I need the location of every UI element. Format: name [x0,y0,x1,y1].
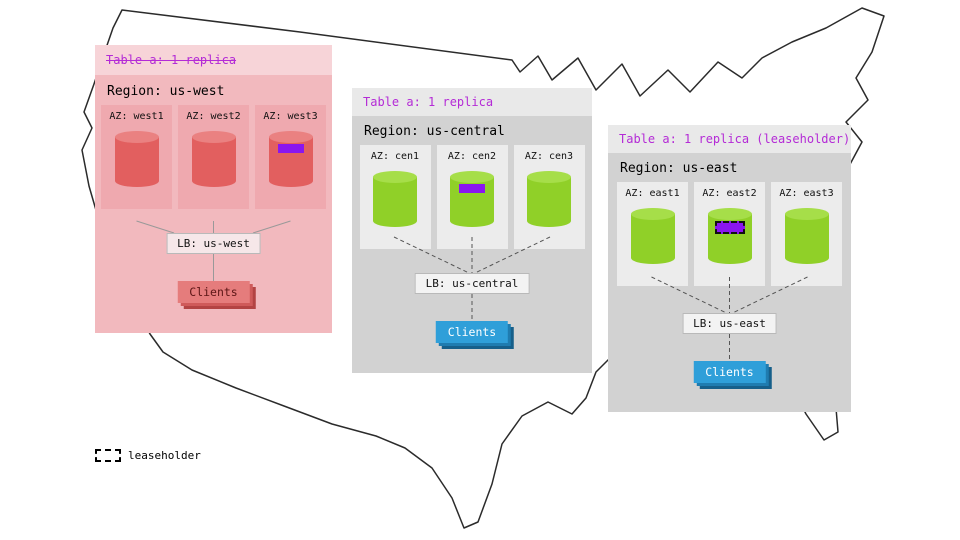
az-box-west2: AZ: west2 [178,105,249,209]
table-replica-label: Table a: 1 replica (leaseholder) [619,132,851,146]
table-header-us-east: Table a: 1 replica (leaseholder) [608,125,851,153]
table-replica-label: Table a: 1 replica [106,53,237,67]
az-box-west3: AZ: west3 [255,105,326,209]
az-box-cen2: AZ: cen2 [436,145,508,249]
database-cylinder [707,208,752,264]
cylinder-body [784,214,829,258]
az-box-east3: AZ: east3 [771,182,842,286]
az-label: AZ: cen3 [524,151,574,162]
az-box-east1: AZ: east1 [617,182,688,286]
az-label: AZ: east1 [625,188,680,199]
cylinder-body [630,214,675,258]
replica-range-marker [277,144,304,153]
clients-box-us-central: Clients [435,321,509,343]
clients-box-us-west: Clients [177,281,250,303]
cylinder-top [191,131,236,143]
cylinder-body [191,137,236,181]
cylinder-top [450,171,494,183]
database-cylinder [450,171,494,227]
az-row-us-west: AZ: west1 AZ: west2 AZ: west3 [95,105,332,209]
legend-label: leaseholder [128,449,201,462]
database-cylinder [191,131,236,187]
region-panel-us-central: Table a: 1 replica Region: us-central AZ… [352,88,592,373]
database-cylinder [784,208,829,264]
cylinder-top [114,131,159,143]
az-row-us-central: AZ: cen1 AZ: cen2 AZ: cen3 [352,145,592,249]
az-label: AZ: east3 [779,188,834,199]
az-label: AZ: east2 [702,188,757,199]
cylinder-top [784,208,829,220]
region-panel-us-west: Table a: 1 replica Region: us-west AZ: w… [95,45,332,333]
az-label: AZ: west1 [109,111,164,122]
cylinder-top [707,208,752,220]
database-cylinder [527,171,571,227]
region-panel-us-east: Table a: 1 replica (leaseholder) Region:… [608,125,851,412]
az-box-cen3: AZ: cen3 [513,145,585,249]
database-cylinder [114,131,159,187]
cylinder-body [114,137,159,181]
region-title-us-central: Region: us-central [364,124,505,139]
table-header-us-west: Table a: 1 replica [95,45,332,75]
az-box-west1: AZ: west1 [101,105,172,209]
az-label: AZ: cen2 [447,151,497,162]
legend: leaseholder [95,449,201,462]
table-header-us-central: Table a: 1 replica [352,88,592,116]
az-box-east2: AZ: east2 [694,182,765,286]
table-replica-label: Table a: 1 replica [363,95,494,109]
clients-box-us-east: Clients [693,361,766,383]
region-title-us-west: Region: us-west [107,84,225,99]
load-balancer-us-central: LB: us-central [414,273,530,294]
az-row-us-east: AZ: east1 AZ: east2 AZ: east3 [608,182,851,286]
database-cylinder [630,208,675,264]
cylinder-top [630,208,675,220]
az-label: AZ: west3 [263,111,318,122]
cylinder-body [373,177,417,221]
load-balancer-us-east: LB: us-east [682,313,777,334]
az-box-cen1: AZ: cen1 [359,145,431,249]
cylinder-top [373,171,417,183]
database-cylinder [373,171,417,227]
cylinder-top [527,171,571,183]
az-label: AZ: cen1 [370,151,420,162]
database-cylinder [268,131,313,187]
leaseholder-swatch-icon [95,449,121,462]
replica-range-marker [459,184,485,193]
region-title-us-east: Region: us-east [620,161,738,176]
cylinder-body [527,177,571,221]
leaseholder-range-marker [714,221,745,234]
load-balancer-us-west: LB: us-west [166,233,261,254]
az-label: AZ: west2 [186,111,241,122]
cylinder-top [268,131,313,143]
